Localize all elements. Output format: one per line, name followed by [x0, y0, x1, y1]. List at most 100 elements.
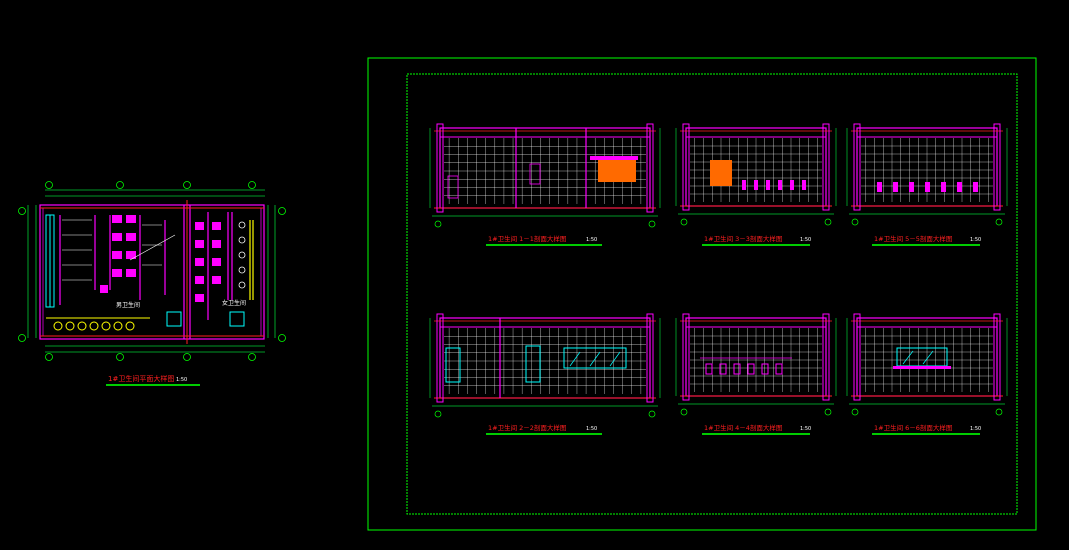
- section-slab: [856, 317, 998, 328]
- section-slab: [439, 127, 651, 138]
- plan-sinks-men: [45, 214, 55, 308]
- section-1-scale: 1:50: [586, 237, 597, 243]
- section-urinal: [802, 180, 806, 190]
- section-counter: [893, 366, 951, 369]
- section-urinal: [733, 363, 741, 375]
- section-column: [646, 313, 654, 403]
- plan-axis-bubbles: [18, 181, 286, 361]
- section-column: [993, 313, 1001, 401]
- plan-fixtures-women: [195, 222, 221, 302]
- section-urinal: [790, 180, 794, 190]
- section-column: [682, 313, 690, 401]
- section-2-title: 1#卫生间 3－3剖面大样图: [704, 234, 782, 243]
- plan-doors: [166, 311, 245, 327]
- section-urinal: [778, 180, 782, 190]
- section-mirror-panel: [598, 158, 636, 182]
- section-door-cyan: [525, 345, 541, 383]
- plan-scale: 1:50: [176, 377, 187, 383]
- floor-plan-drawing[interactable]: 男卫生间 女卫生间 1#卫生间平面大样图 1:50: [18, 181, 286, 386]
- section-urinal: [747, 363, 755, 375]
- section-fixture: [909, 182, 914, 192]
- section-axis-bubble: [648, 410, 656, 418]
- section-urinal: [705, 363, 713, 375]
- plan-counter-women: [249, 220, 254, 300]
- section-1-drawing[interactable]: 1#卫生间 1－1剖面大样图 1:50: [429, 123, 661, 246]
- section-counter: [590, 156, 638, 160]
- section-door: [447, 175, 459, 199]
- section-3-scale: 1:50: [970, 237, 981, 243]
- section-mirror-hatch: [589, 351, 601, 367]
- section-fixture: [893, 182, 898, 192]
- section-column: [822, 123, 830, 211]
- section-column: [436, 313, 444, 403]
- plan-room-label-women: 女卫生间: [222, 299, 246, 307]
- section-axis-bubble: [851, 408, 859, 416]
- section-1-title: 1#卫生间 1－1剖面大样图: [488, 234, 566, 243]
- section-mirror-hatch: [609, 351, 621, 367]
- section-urinal: [766, 180, 770, 190]
- section-door: [529, 163, 541, 185]
- section-fixture: [925, 182, 930, 192]
- section-mirror-hatch: [569, 351, 581, 367]
- section-column: [853, 123, 861, 211]
- plan-fixtures-men: [100, 215, 136, 293]
- section-slab: [685, 317, 827, 328]
- section-slab: [856, 127, 998, 138]
- section-5-drawing[interactable]: 1#卫生间 4－4剖面大样图 1:50: [675, 313, 837, 435]
- plan-red-lines: [40, 200, 264, 344]
- section-6-scale: 1:50: [970, 426, 981, 432]
- section-mirror-hatch: [922, 350, 934, 365]
- section-column: [646, 123, 654, 213]
- plan-room-label-men: 男卫生间: [116, 301, 140, 309]
- plan-partitions-women: [207, 212, 233, 320]
- section-6-title: 1#卫生间 6－6剖面大样图: [874, 423, 952, 432]
- section-urinal: [775, 363, 783, 375]
- section-column: [822, 313, 830, 401]
- section-axis-bubble: [995, 408, 1003, 416]
- section-column: [436, 123, 444, 213]
- plan-floor-drains: [46, 317, 150, 331]
- section-column: [682, 123, 690, 211]
- section-axis-bubble: [434, 220, 442, 228]
- section-fixture: [973, 182, 978, 192]
- section-axis-bubble: [680, 218, 688, 226]
- plan-washbasins-women: [238, 221, 246, 289]
- section-3-drawing[interactable]: 1#卫生间 5－5剖面大样图 1:50: [846, 123, 1008, 246]
- section-axis-bubble: [680, 408, 688, 416]
- plan-partitions-men: [59, 215, 166, 305]
- section-fixture: [957, 182, 962, 192]
- plan-grid-men: [62, 219, 176, 281]
- section-4-scale: 1:50: [586, 426, 597, 432]
- section-5-scale: 1:50: [800, 426, 811, 432]
- section-axis-bubble: [824, 218, 832, 226]
- sheet-frame: [367, 57, 1037, 531]
- section-2-drawing[interactable]: 1#卫生间 3－3剖面大样图 1:50: [675, 123, 837, 246]
- section-column: [993, 123, 1001, 211]
- section-mirror-hatch: [902, 350, 914, 365]
- section-4-drawing[interactable]: 1#卫生间 2－2剖面大样图 1:50: [429, 313, 661, 435]
- section-4-title: 1#卫生间 2－2剖面大样图: [488, 423, 566, 432]
- plan-title: 1#卫生间平面大样图: [108, 374, 174, 383]
- section-fixture: [941, 182, 946, 192]
- section-column: [853, 313, 861, 401]
- section-mirror-panel: [710, 160, 732, 186]
- section-6-drawing[interactable]: 1#卫生间 6－6剖面大样图 1:50: [846, 313, 1008, 435]
- section-urinal: [754, 180, 758, 190]
- section-axis-bubble: [648, 220, 656, 228]
- section-slab: [685, 127, 827, 138]
- section-slab: [439, 317, 651, 328]
- section-5-title: 1#卫生间 4－4剖面大样图: [704, 423, 782, 432]
- section-3-title: 1#卫生间 5－5剖面大样图: [874, 234, 952, 243]
- section-fixture: [877, 182, 882, 192]
- section-urinal: [761, 363, 769, 375]
- section-door-cyan: [445, 347, 461, 383]
- section-axis-bubble: [995, 218, 1003, 226]
- section-mirror: [563, 347, 627, 369]
- section-2-scale: 1:50: [800, 237, 811, 243]
- section-urinal: [719, 363, 727, 375]
- section-axis-bubble: [824, 408, 832, 416]
- section-axis-bubble: [851, 218, 859, 226]
